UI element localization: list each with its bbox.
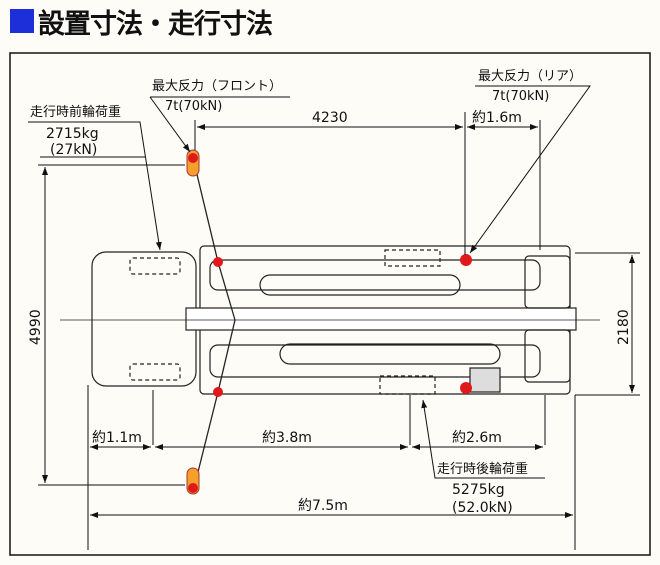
- rear-reaction-point: [460, 254, 472, 266]
- dim-overall-length: 約7.5m: [298, 498, 348, 514]
- dim-wheelbase: 約3.8m: [262, 430, 312, 446]
- front-reaction-value: 7t(70kN): [165, 99, 222, 114]
- dim-4230: 4230: [312, 110, 348, 126]
- rear-reaction-value: 7t(70kN): [492, 89, 549, 104]
- dim-2180: 2180: [616, 309, 632, 345]
- front-reaction-point: [213, 257, 223, 267]
- front-wheel-kn: (27kN): [50, 142, 97, 158]
- front-wheel-title: 走行時前輪荷重: [30, 104, 121, 120]
- diagram-frame: [9, 52, 651, 556]
- rear-wheel-title: 走行時後輪荷重: [437, 461, 528, 477]
- dim-rear-overhang: 約1.6m: [472, 110, 522, 126]
- rear-reaction-title: 最大反力（リア）: [478, 69, 582, 84]
- title-text: 設置寸法・走行寸法: [38, 8, 273, 40]
- page-title: 設置寸法・走行寸法: [10, 4, 273, 40]
- dim-4990: 4990: [28, 309, 44, 345]
- rear-wheel-kg: 5275kg: [452, 482, 505, 498]
- rear-wheel-kn: (52.0kN): [452, 500, 513, 516]
- title-bullet-icon: [10, 9, 34, 33]
- outrigger-pads: [186, 149, 472, 495]
- dim-rear-length: 約2.6m: [452, 430, 502, 446]
- dim-front-overhang: 約1.1m: [92, 430, 142, 446]
- front-reaction-title: 最大反力（フロント）: [152, 79, 282, 94]
- front-wheel-kg: 2715kg: [46, 126, 99, 142]
- truck-top-view: [91, 245, 577, 395]
